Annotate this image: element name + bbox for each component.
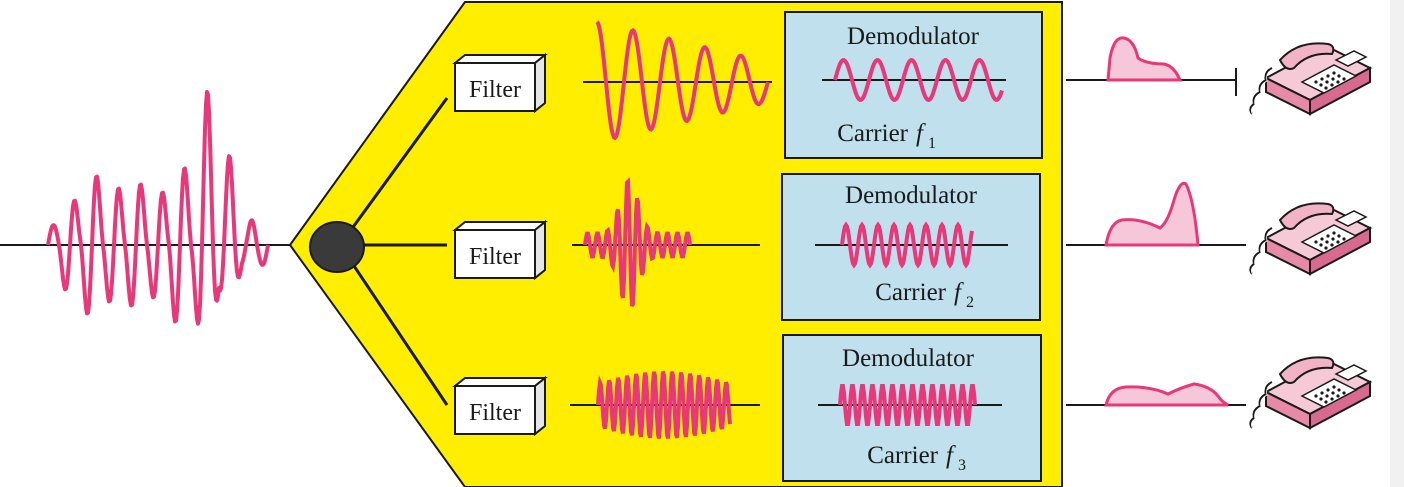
demodulator-1: Demodulator Carrier f 1 [784,11,1043,159]
filter-box-icon: Filter [454,54,546,112]
carrier-subscript: 1 [928,135,936,152]
splitter-node-icon [309,221,365,273]
filter-label-3: Filter [469,400,521,426]
message-envelope-icon [1106,36,1183,82]
carrier-label: Carrier [867,442,938,469]
carrier-waveform-icon [833,58,1004,102]
page-edge [1390,0,1404,487]
demodulator-title: Demodulator [842,345,975,372]
filter-label-2: Filter [469,244,521,270]
carrier-symbol: f [954,279,964,306]
carrier-symbol: f [916,120,926,147]
carrier-symbol: f [946,442,956,469]
filter-label-1: Filter [469,77,521,103]
composite-waveform-icon [46,90,270,326]
message-envelope-icon [1104,181,1200,247]
carrier-subscript: 2 [966,294,974,311]
carrier-waveform-icon [838,384,977,426]
filtered-waveform-icon [596,371,732,439]
filtered-waveform-icon [595,20,770,141]
telephone-icon [1249,356,1371,430]
demodulator-title: Demodulator [845,182,978,209]
carrier-label: Carrier [875,279,946,306]
branch-line-1 [338,97,449,246]
demodulator-2: Demodulator Carrier f 2 [781,173,1041,321]
demodulator-3: Demodulator Carrier f 3 [782,334,1042,482]
carrier-label: Carrier [837,120,908,147]
filtered-waveform-icon [583,177,692,307]
demodulator-title: Demodulator [847,23,980,50]
message-envelope-icon [1104,382,1229,407]
telephone-icon [1249,202,1371,276]
branch-line-3 [338,244,449,406]
telephone-icon [1249,42,1371,116]
filter-box-icon: Filter [454,221,546,279]
filter-box-icon: Filter [454,377,546,435]
carrier-waveform-icon [840,221,974,269]
carrier-subscript: 3 [958,457,966,474]
